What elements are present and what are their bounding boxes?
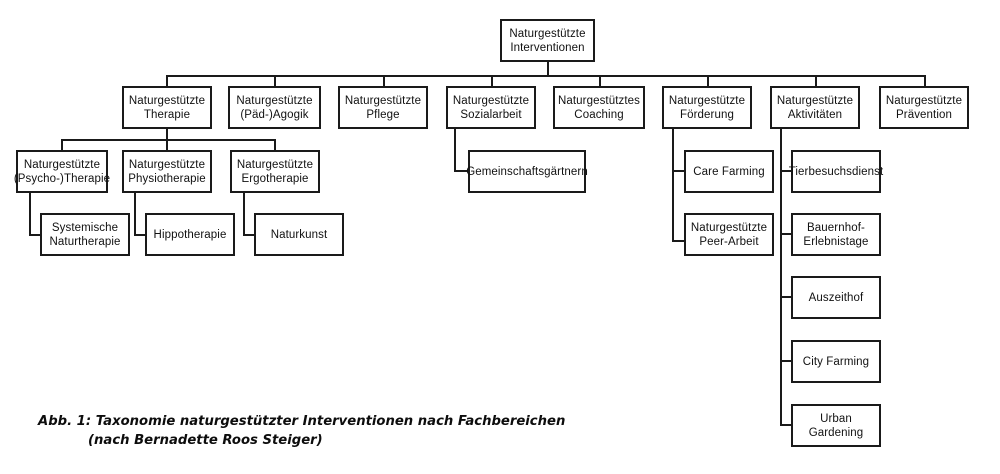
node-foerderung-label: Naturgestützte Förderung — [668, 94, 746, 121]
node-pflege[interactable]: Naturgestützte Pflege — [338, 86, 428, 129]
node-aktivitaeten-label: Naturgestützte Aktivitäten — [776, 94, 854, 121]
figure-caption-label: Abb. 1: — [38, 414, 92, 429]
node-gemeinschaftsgaertnern-label: Gemeinschaftsgärtnern — [466, 165, 588, 178]
edge-psycho-stem — [29, 193, 31, 235]
node-aktivitaeten[interactable]: Naturgestützte Aktivitäten — [770, 86, 860, 129]
edge-ergo-stem — [243, 193, 245, 235]
node-praevention[interactable]: Naturgestützte Prävention — [879, 86, 969, 129]
node-city-farming-label: City Farming — [802, 355, 870, 368]
node-coaching[interactable]: Naturgestütztes Coaching — [553, 86, 645, 129]
node-tierbesuchsdienst[interactable]: Tierbesuchsdienst — [788, 150, 884, 193]
edge-drop-aktivitaeten — [815, 75, 817, 87]
node-sozialarbeit[interactable]: Naturgestützte Sozialarbeit — [446, 86, 536, 129]
edge-therapie-stem — [166, 128, 168, 140]
node-paedagogik-label: Naturgestützte (Päd-)Agogik — [236, 94, 313, 121]
node-ergotherapie-label: Naturgestützte Ergotherapie — [236, 158, 314, 185]
edge-physio-stem — [134, 193, 136, 235]
figure-caption-line2: (nach Bernadette Roos Steiger) — [88, 433, 323, 448]
edge-foerderung-to-peerarbeit — [672, 240, 685, 242]
node-naturkunst[interactable]: Naturkunst — [254, 213, 344, 256]
node-systemische-naturtherapie[interactable]: Systemische Naturtherapie — [40, 213, 130, 256]
node-care-farming-label: Care Farming — [693, 165, 765, 178]
figure-caption-line1: Taxonomie naturgestützter Interventionen… — [95, 414, 566, 429]
node-pflege-label: Naturgestützte Pflege — [344, 94, 422, 121]
node-systemische-naturtherapie-label: Systemische Naturtherapie — [49, 221, 121, 248]
node-hippotherapie-label: Hippotherapie — [153, 228, 227, 241]
node-city-farming[interactable]: City Farming — [791, 340, 881, 383]
edge-aktivitaeten-to-urbangardening — [780, 424, 792, 426]
edge-drop-psycho — [61, 139, 63, 151]
node-sozialarbeit-label: Naturgestützte Sozialarbeit — [452, 94, 530, 121]
node-urban-gardening-label: Urban Gardening — [808, 412, 864, 439]
edge-ergo-to-naturkunst — [243, 234, 255, 236]
edge-psycho-to-systemische — [29, 234, 41, 236]
edge-aktivitaeten-to-auszeithof — [780, 296, 792, 298]
edge-root-bus — [166, 75, 926, 77]
edge-drop-therapie — [166, 75, 168, 87]
node-peer-arbeit-label: Naturgestützte Peer-Arbeit — [690, 221, 768, 248]
node-therapie-label: Naturgestützte Therapie — [128, 94, 206, 121]
node-peer-arbeit[interactable]: Naturgestützte Peer-Arbeit — [684, 213, 774, 256]
node-ergotherapie[interactable]: Naturgestützte Ergotherapie — [230, 150, 320, 193]
edge-foerderung-spine — [672, 128, 674, 242]
node-therapie[interactable]: Naturgestützte Therapie — [122, 86, 212, 129]
edge-drop-pflege — [383, 75, 385, 87]
edge-sozialarbeit-stem — [454, 128, 456, 172]
edge-drop-praevention — [924, 75, 926, 87]
edge-aktivitaeten-to-cityfarming — [780, 360, 792, 362]
node-bauernhof-erlebnistage-label: Bauernhof- Erlebnistage — [803, 221, 869, 248]
node-bauernhof-erlebnistage[interactable]: Bauernhof- Erlebnistage — [791, 213, 881, 256]
edge-drop-physio — [166, 139, 168, 151]
edge-therapie-bus — [61, 139, 276, 141]
node-coaching-label: Naturgestütztes Coaching — [557, 94, 641, 121]
edge-aktivitaeten-to-bauernhof — [780, 233, 792, 235]
node-psycho-therapie[interactable]: Naturgestützte (Psycho-)Therapie — [13, 150, 111, 193]
node-praevention-label: Naturgestützte Prävention — [885, 94, 963, 121]
node-care-farming[interactable]: Care Farming — [684, 150, 774, 193]
node-naturkunst-label: Naturkunst — [270, 228, 328, 241]
edge-root-stem — [547, 62, 549, 76]
edge-sozialarbeit-to-gemeinschaftsgaertnern — [454, 170, 469, 172]
edge-foerderung-to-carefarming — [672, 170, 685, 172]
node-urban-gardening[interactable]: Urban Gardening — [791, 404, 881, 447]
node-root-label: Naturgestützte Interventionen — [509, 27, 586, 54]
node-tierbesuchsdienst-label: Tierbesuchsdienst — [788, 165, 884, 178]
edge-drop-coaching — [599, 75, 601, 87]
node-hippotherapie[interactable]: Hippotherapie — [145, 213, 235, 256]
edge-drop-sozialarbeit — [491, 75, 493, 87]
node-gemeinschaftsgaertnern[interactable]: Gemeinschaftsgärtnern — [466, 150, 588, 193]
node-auszeithof-label: Auszeithof — [808, 291, 864, 304]
node-physiotherapie-label: Naturgestützte Physiotherapie — [128, 158, 206, 185]
edge-physio-to-hippotherapie — [134, 234, 146, 236]
node-paedagogik[interactable]: Naturgestützte (Päd-)Agogik — [228, 86, 321, 129]
node-auszeithof[interactable]: Auszeithof — [791, 276, 881, 319]
edge-drop-foerderung — [707, 75, 709, 87]
edge-drop-paedagogik — [274, 75, 276, 87]
node-psycho-therapie-label: Naturgestützte (Psycho-)Therapie — [13, 158, 111, 185]
node-root[interactable]: Naturgestützte Interventionen — [500, 19, 595, 62]
node-foerderung[interactable]: Naturgestützte Förderung — [662, 86, 752, 129]
edge-drop-ergo — [274, 139, 276, 151]
figure-caption: Abb. 1: Taxonomie naturgestützter Interv… — [38, 412, 638, 450]
edge-aktivitaeten-spine — [780, 128, 782, 426]
node-physiotherapie[interactable]: Naturgestützte Physiotherapie — [122, 150, 212, 193]
edge-aktivitaeten-to-tierbesuchsdienst — [780, 170, 792, 172]
